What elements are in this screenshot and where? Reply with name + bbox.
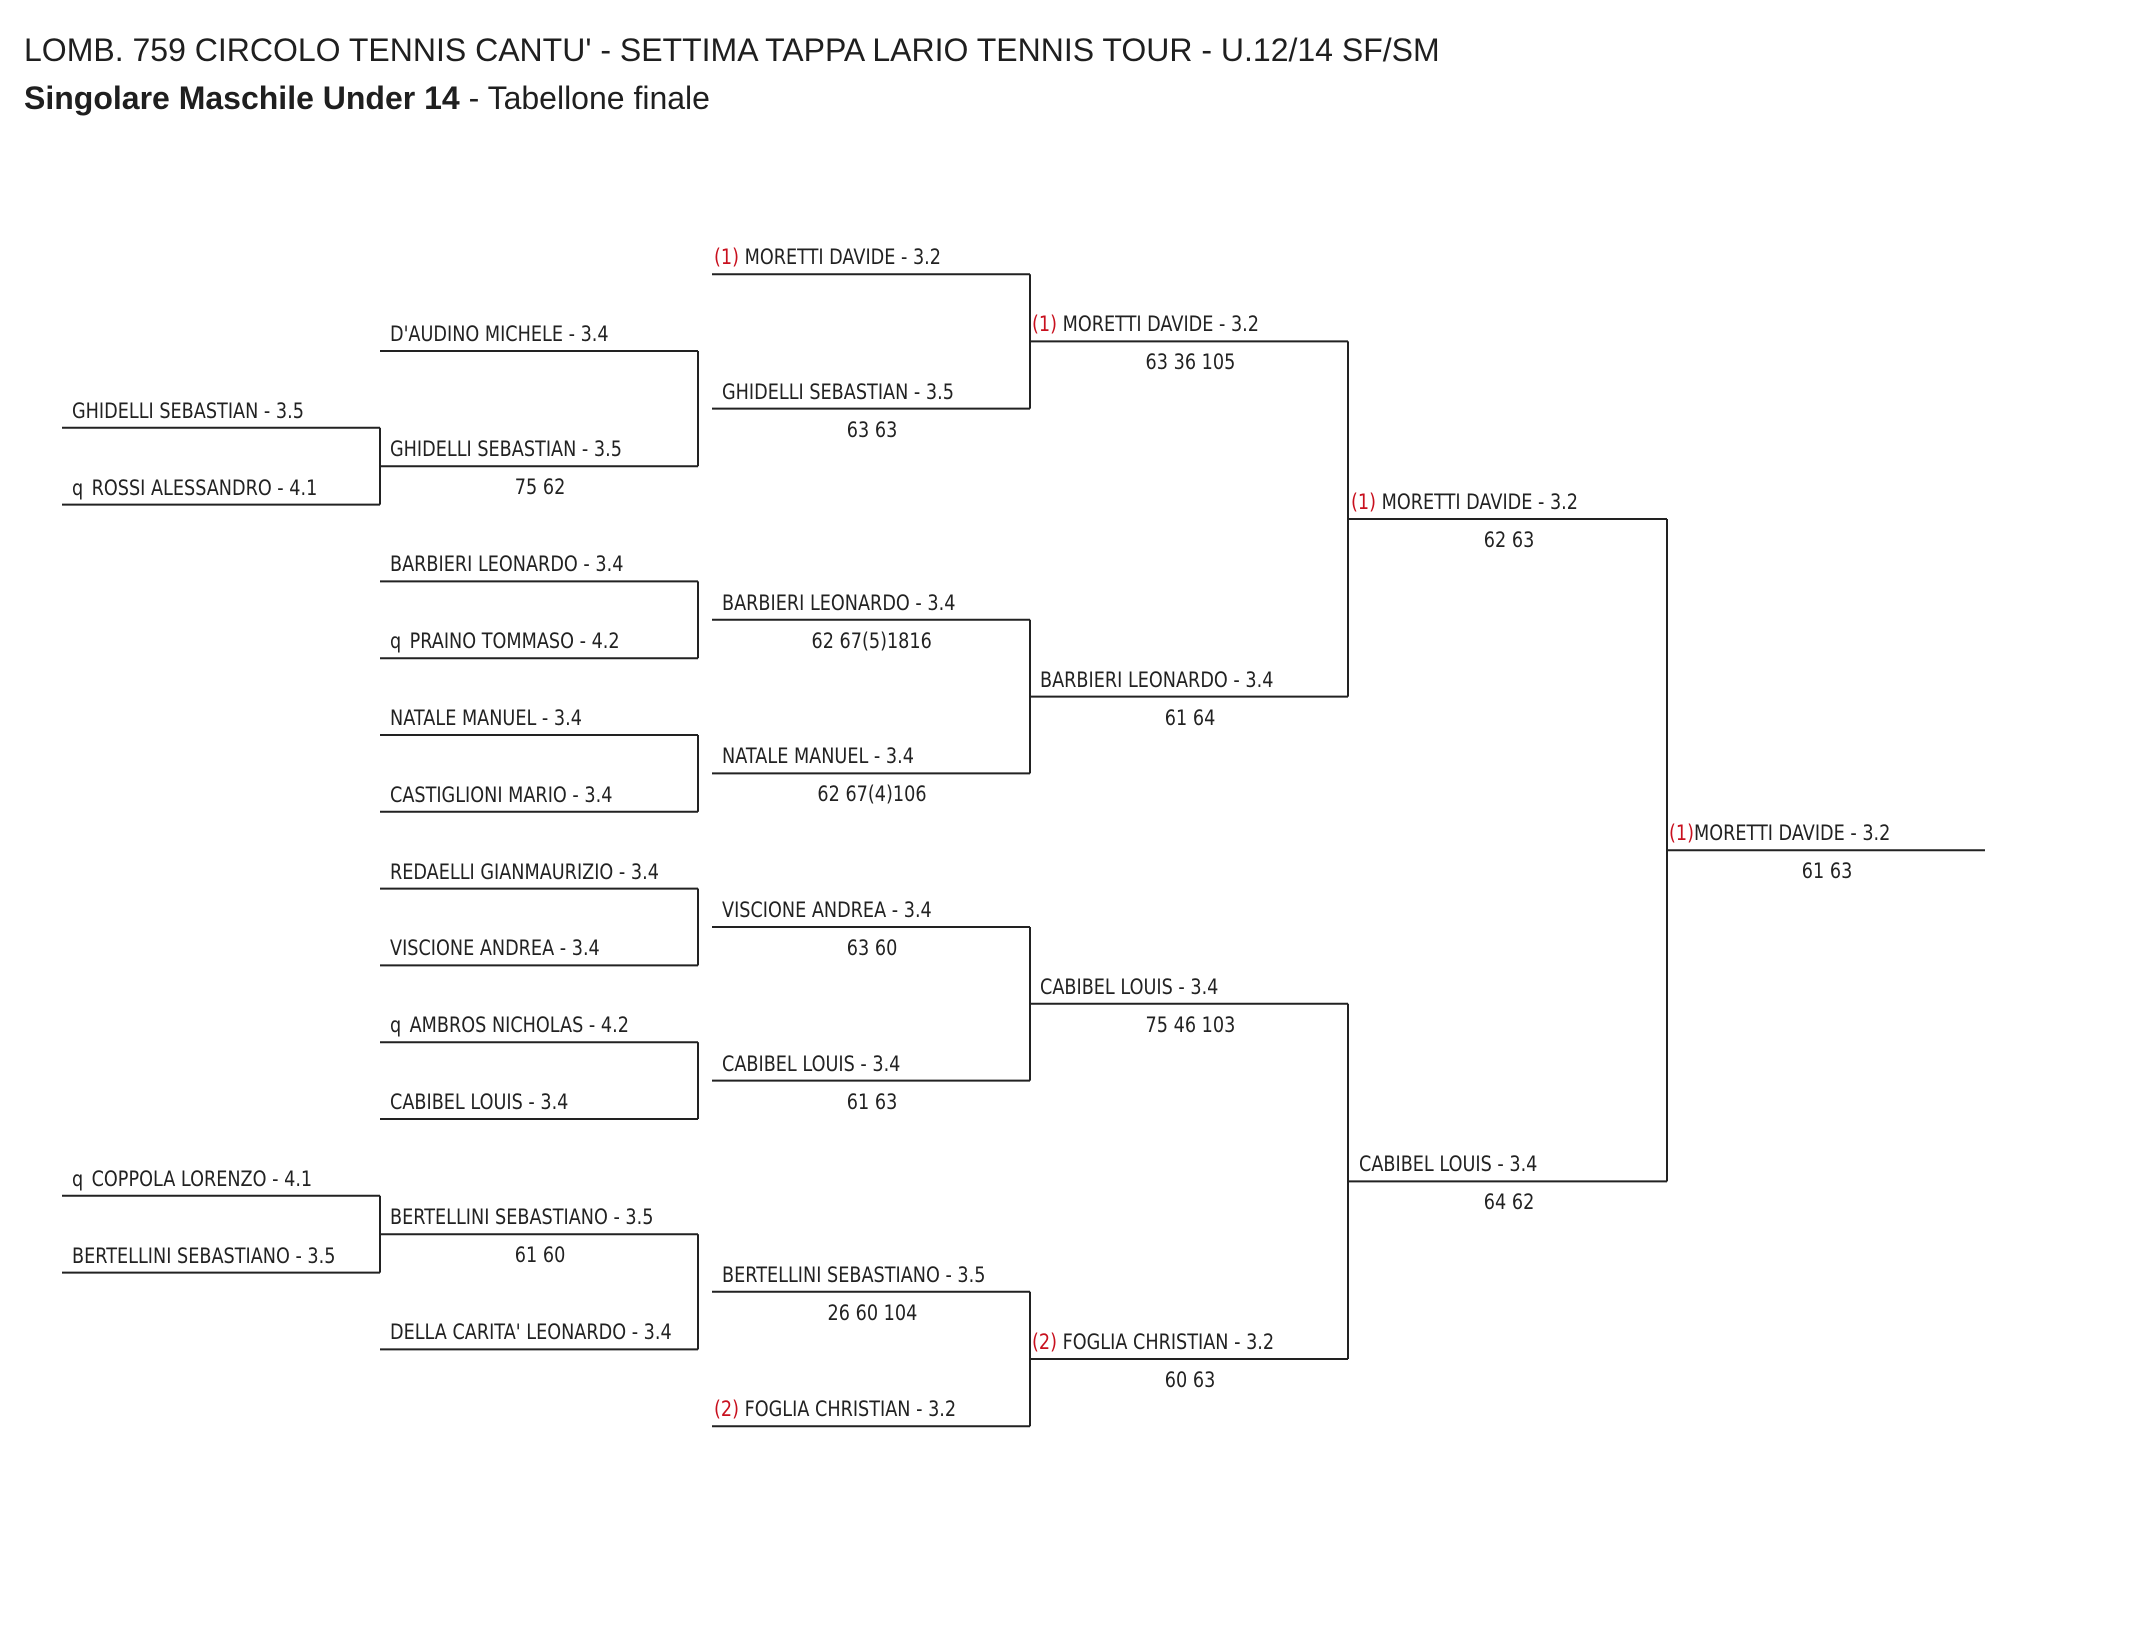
qualifier-mark: q: [72, 475, 84, 500]
qualifier-mark: q: [390, 629, 402, 654]
seed-number: (2): [1032, 1330, 1057, 1354]
draw-category: Singolare Maschile Under 14: [24, 80, 460, 116]
player-name: BARBIERI LEONARDO - 3.4: [1040, 667, 1274, 692]
player-entry: REDAELLI GIANMAURIZIO - 3.4: [390, 859, 659, 885]
player-entry: (2) FOGLIA CHRISTIAN - 3.2: [1032, 1329, 1274, 1355]
match-score: 75 62: [514, 475, 566, 500]
player-name: VISCIONE ANDREA - 3.4: [722, 898, 932, 922]
player-name: CASTIGLIONI MARIO - 3.4: [390, 782, 613, 807]
player-name: PRAINO TOMMASO - 4.2: [409, 629, 620, 654]
match-score: 62 63: [1483, 528, 1535, 552]
match-score: 75 46 103: [1145, 1012, 1235, 1037]
draw-subtitle: Singolare Maschile Under 14 - Tabellone …: [24, 78, 1440, 118]
match-score: 26 60 104: [827, 1300, 917, 1325]
player-name: AMBROS NICHOLAS - 4.2: [409, 1013, 629, 1038]
player-name: BARBIERI LEONARDO - 3.4: [722, 590, 956, 615]
player-entry: CASTIGLIONI MARIO - 3.4: [390, 782, 612, 808]
match-score: 61 60: [514, 1243, 566, 1268]
match-score: 64 62: [1483, 1190, 1535, 1215]
player-name: CABIBEL LOUIS - 3.4: [390, 1090, 569, 1114]
match-score: 63 63: [846, 417, 898, 442]
seed-number: (1): [1669, 821, 1694, 846]
player-entry: GHIDELLI SEBASTIAN - 3.5: [390, 436, 622, 462]
player-entry: D'AUDINO MICHELE - 3.4: [390, 321, 609, 347]
match-score: 60 63: [1164, 1368, 1216, 1392]
player-name: CABIBEL LOUIS - 3.4: [722, 1051, 901, 1076]
player-entry: NATALE MANUEL - 3.4: [390, 705, 582, 731]
match-score: 63 60: [846, 936, 898, 960]
player-entry: BARBIERI LEONARDO - 3.4: [1040, 667, 1273, 693]
player-entry: VISCIONE ANDREA - 3.4: [722, 897, 932, 923]
player-entry: (1) MORETTI DAVIDE - 3.2: [1032, 311, 1259, 337]
match-score: 62 67(5)1816: [811, 628, 933, 653]
player-entry: NATALE MANUEL - 3.4: [722, 743, 914, 769]
player-name: MORETTI DAVIDE - 3.2: [1693, 821, 1891, 846]
page-header: LOMB. 759 CIRCOLO TENNIS CANTU' - SETTIM…: [24, 30, 1440, 118]
player-name: VISCIONE ANDREA - 3.4: [390, 936, 600, 961]
player-name: ROSSI ALESSANDRO - 4.1: [91, 475, 318, 500]
player-entry: CABIBEL LOUIS - 3.4: [390, 1089, 568, 1115]
draw-type: - Tabellone finale: [459, 80, 710, 116]
player-name: MORETTI DAVIDE - 3.2: [744, 245, 942, 270]
player-name: D'AUDINO MICHELE - 3.4: [390, 322, 609, 346]
player-name: NATALE MANUEL - 3.4: [722, 744, 914, 769]
player-name: BERTELLINI SEBASTIANO - 3.5: [722, 1262, 986, 1287]
player-entry: BARBIERI LEONARDO - 3.4: [722, 590, 955, 616]
player-entry: (1) MORETTI DAVIDE - 3.2: [1351, 489, 1578, 515]
player-entry: CABIBEL LOUIS - 3.4: [1359, 1151, 1537, 1177]
player-name: BERTELLINI SEBASTIANO - 3.5: [390, 1205, 654, 1230]
player-name: FOGLIA CHRISTIAN - 3.2: [744, 1397, 957, 1422]
seed-number: (1): [1032, 312, 1057, 337]
player-name: GHIDELLI SEBASTIAN - 3.5: [390, 437, 622, 462]
match-score: 63 36 105: [1145, 350, 1235, 375]
player-entry: VISCIONE ANDREA - 3.4: [390, 935, 600, 961]
player-name: GHIDELLI SEBASTIAN - 3.5: [72, 398, 304, 423]
player-entry: DELLA CARITA' LEONARDO - 3.4: [390, 1319, 672, 1345]
player-name: REDAELLI GIANMAURIZIO - 3.4: [390, 859, 659, 884]
player-entry: CABIBEL LOUIS - 3.4: [1040, 974, 1218, 1000]
player-entry: CABIBEL LOUIS - 3.4: [722, 1051, 900, 1077]
player-entry: GHIDELLI SEBASTIAN - 3.5: [722, 379, 954, 405]
player-entry: BERTELLINI SEBASTIANO - 3.5: [72, 1243, 335, 1269]
player-name: MORETTI DAVIDE - 3.2: [1062, 312, 1260, 337]
player-name: NATALE MANUEL - 3.4: [390, 706, 582, 730]
player-name: MORETTI DAVIDE - 3.2: [1381, 490, 1579, 514]
seed-number: (1): [714, 245, 739, 270]
seed-number: (1): [1351, 490, 1376, 514]
player-name: CABIBEL LOUIS - 3.4: [1040, 974, 1219, 999]
match-score: 62 67(4)106: [817, 782, 927, 807]
player-name: COPPOLA LORENZO - 4.1: [91, 1166, 313, 1191]
player-entry: (2) FOGLIA CHRISTIAN - 3.2: [714, 1396, 956, 1422]
player-entry: q COPPOLA LORENZO - 4.1: [72, 1166, 312, 1192]
player-entry: BARBIERI LEONARDO - 3.4: [390, 551, 623, 577]
player-name: DELLA CARITA' LEONARDO - 3.4: [390, 1320, 672, 1345]
qualifier-mark: q: [72, 1166, 84, 1191]
player-name: BERTELLINI SEBASTIANO - 3.5: [72, 1243, 336, 1268]
player-entry: GHIDELLI SEBASTIAN - 3.5: [72, 398, 304, 424]
match-score: 61 63: [1801, 859, 1853, 884]
player-entry: q AMBROS NICHOLAS - 4.2: [390, 1012, 629, 1038]
player-name: FOGLIA CHRISTIAN - 3.2: [1062, 1330, 1275, 1354]
player-entry: BERTELLINI SEBASTIANO - 3.5: [722, 1262, 985, 1288]
player-entry: BERTELLINI SEBASTIANO - 3.5: [390, 1204, 653, 1230]
match-score: 61 64: [1164, 705, 1216, 730]
player-entry: (1) MORETTI DAVIDE - 3.2: [714, 244, 941, 270]
tournament-title: LOMB. 759 CIRCOLO TENNIS CANTU' - SETTIM…: [24, 32, 1440, 68]
player-name: BARBIERI LEONARDO - 3.4: [390, 552, 624, 577]
player-name: CABIBEL LOUIS - 3.4: [1359, 1152, 1538, 1177]
match-score: 61 63: [846, 1089, 898, 1114]
player-name: GHIDELLI SEBASTIAN - 3.5: [722, 379, 954, 404]
seed-number: (2): [714, 1397, 739, 1422]
player-entry: q PRAINO TOMMASO - 4.2: [390, 628, 620, 654]
qualifier-mark: q: [390, 1013, 402, 1038]
player-entry: (1)MORETTI DAVIDE - 3.2: [1669, 820, 1890, 846]
player-entry: q ROSSI ALESSANDRO - 4.1: [72, 475, 317, 501]
